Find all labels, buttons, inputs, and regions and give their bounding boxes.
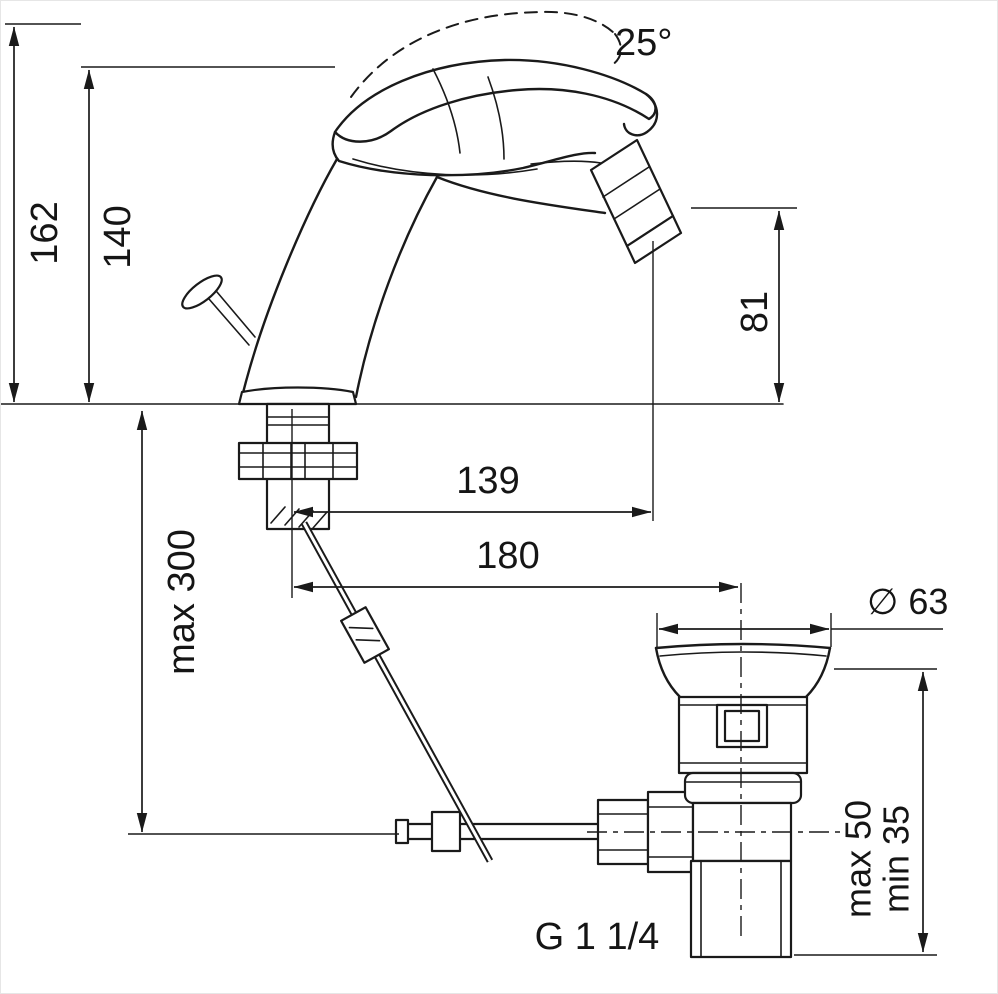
dim-rod-length: max 300	[128, 410, 399, 835]
faucet-base	[237, 386, 358, 406]
dim-handle-base-height: 140	[81, 66, 335, 403]
dim-drain-diameter: ∅ 63	[656, 581, 948, 647]
dim-outlet-height: 81	[691, 207, 797, 403]
lever-handle	[333, 58, 659, 160]
dim-overall-height: 162	[5, 23, 81, 403]
label-deck-min: min 35	[876, 805, 917, 913]
dim-spout-reach: 139	[293, 241, 654, 521]
label-drain-diameter: ∅ 63	[867, 581, 948, 622]
popup-linkage	[300, 521, 695, 874]
label-drain-thread: G 1 1/4	[535, 916, 660, 958]
dim-handle-angle: 25°	[350, 10, 672, 98]
label-overall-height: 162	[24, 201, 66, 264]
label-outlet-height: 81	[734, 291, 776, 333]
label-handle-angle: 25°	[615, 22, 672, 64]
label-overall-depth: 180	[476, 535, 539, 577]
label-deck-max: max 50	[838, 800, 879, 918]
popup-knob	[181, 274, 256, 346]
dim-drain-thread: G 1 1/4	[535, 916, 660, 958]
mounting-shank-assembly	[237, 402, 359, 531]
dim-deck-thickness: max 50 min 35	[794, 668, 937, 956]
label-rod-length: max 300	[161, 529, 203, 675]
label-handle-base-height: 140	[97, 205, 139, 268]
label-spout-reach: 139	[456, 460, 519, 502]
faucet-head-and-spout	[240, 130, 607, 399]
bidet-mixer-drawing	[181, 58, 683, 406]
dim-overall-depth: 180	[291, 409, 739, 598]
popup-waste-assembly	[587, 583, 841, 959]
aerator-outlet	[589, 138, 683, 265]
